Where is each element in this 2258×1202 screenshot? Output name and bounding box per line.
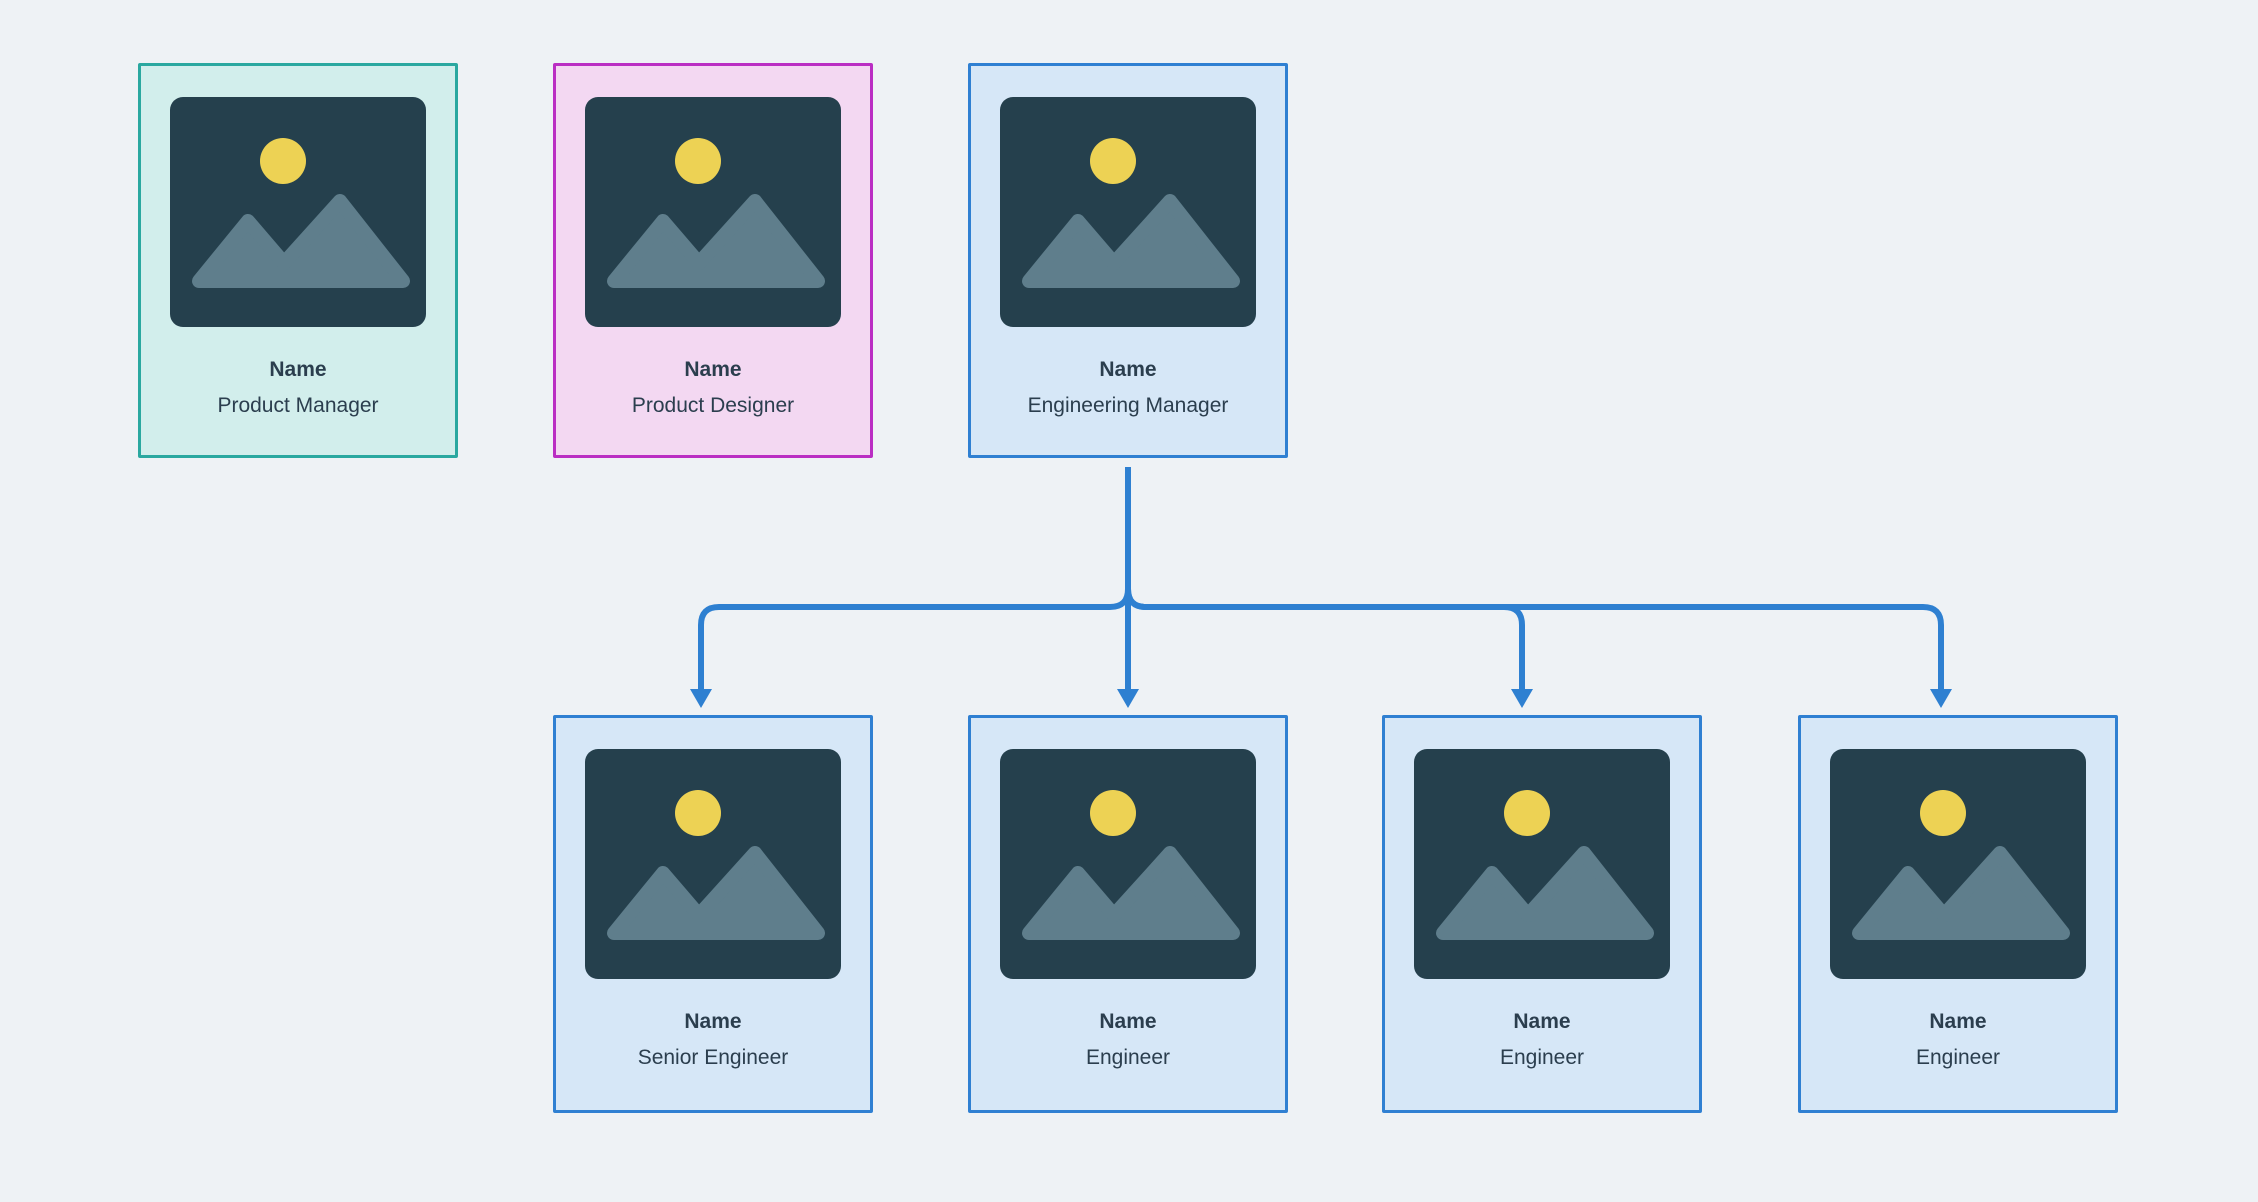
org-node-product-designer[interactable]: Name Product Designer xyxy=(553,63,873,458)
image-placeholder-icon xyxy=(1414,749,1670,979)
arrowhead-icon xyxy=(1930,689,1952,708)
org-node-senior-engineer[interactable]: Name Senior Engineer xyxy=(553,715,873,1113)
node-role: Product Manager xyxy=(217,394,379,417)
arrowhead-icon xyxy=(1511,689,1533,708)
node-name: Name xyxy=(684,358,742,381)
node-role: Engineer xyxy=(1085,1046,1171,1069)
node-role: Product Designer xyxy=(631,394,795,417)
node-name: Name xyxy=(269,358,327,381)
node-role: Senior Engineer xyxy=(637,1046,789,1069)
image-placeholder-icon xyxy=(585,97,841,327)
node-name: Name xyxy=(1099,358,1157,381)
image-placeholder-icon xyxy=(585,749,841,979)
node-role: Engineer xyxy=(1499,1046,1585,1069)
node-role: Engineer xyxy=(1915,1046,2001,1069)
connector-to-senior-engineer xyxy=(698,467,1131,691)
org-node-product-manager[interactable]: Name Product Manager xyxy=(138,63,458,458)
org-node-engineering-manager[interactable]: Name Engineering Manager xyxy=(968,63,1288,458)
connector-arrowheads xyxy=(690,689,1952,708)
connector-to-engineer-3 xyxy=(1125,467,1944,691)
node-name: Name xyxy=(1929,1010,1987,1033)
connector-lines xyxy=(698,467,1944,691)
image-placeholder-icon xyxy=(1830,749,2086,979)
arrowhead-icon xyxy=(1117,689,1139,708)
image-placeholder-icon xyxy=(1000,749,1256,979)
connector-to-engineer-2 xyxy=(1125,467,1525,691)
image-placeholder-icon xyxy=(170,97,426,327)
node-name: Name xyxy=(1099,1010,1157,1033)
org-node-engineer-2[interactable]: Name Engineer xyxy=(1382,715,1702,1113)
arrowhead-icon xyxy=(690,689,712,708)
node-name: Name xyxy=(684,1010,742,1033)
org-node-engineer-1[interactable]: Name Engineer xyxy=(968,715,1288,1113)
node-role: Engineering Manager xyxy=(1027,394,1229,417)
image-placeholder-icon xyxy=(1000,97,1256,327)
org-node-engineer-3[interactable]: Name Engineer xyxy=(1798,715,2118,1113)
node-name: Name xyxy=(1513,1010,1571,1033)
